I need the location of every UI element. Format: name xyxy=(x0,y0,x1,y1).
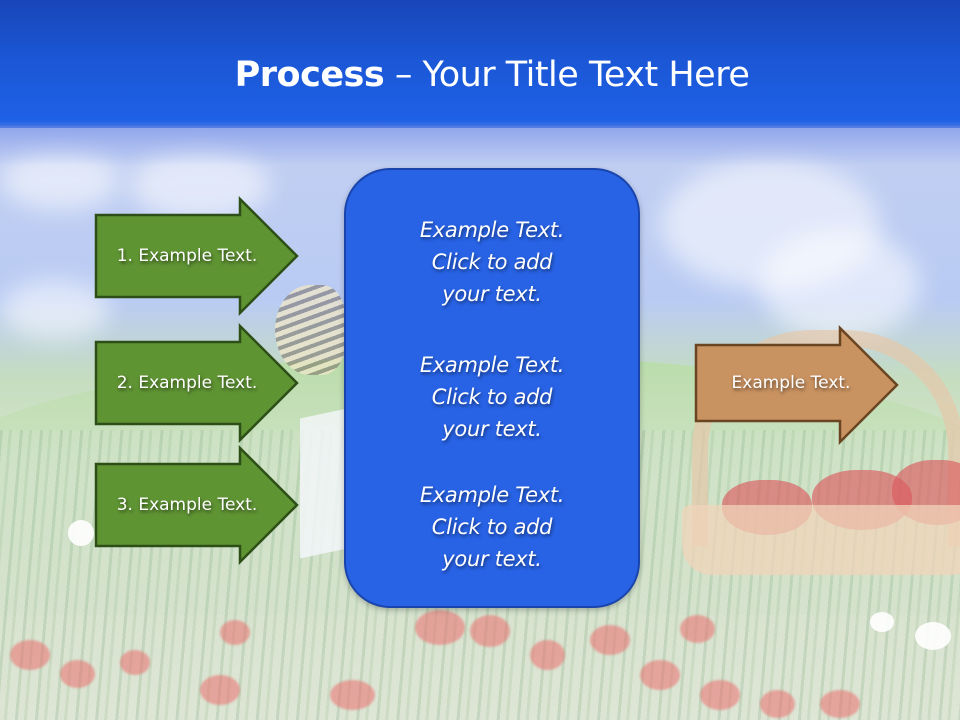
red-flower xyxy=(820,690,860,718)
center-text-line: Click to add xyxy=(431,385,553,409)
arrow-right-icon xyxy=(94,195,299,317)
center-text-line: Example Text. xyxy=(419,483,565,507)
background-cloud xyxy=(0,280,110,340)
output-label: Example Text. xyxy=(731,373,851,393)
slide-title-rest: – Your Title Text Here xyxy=(384,55,750,95)
center-text-line: your text. xyxy=(442,282,542,306)
slide-title[interactable]: Process – Your Title Text Here xyxy=(0,52,960,98)
red-flower xyxy=(10,640,50,670)
red-flower xyxy=(415,610,465,645)
arrow-right-icon xyxy=(94,322,299,444)
center-text-box[interactable]: Example Text. Click to add your text. Ex… xyxy=(344,168,640,608)
red-flower xyxy=(760,690,795,718)
red-flower xyxy=(330,680,375,710)
step-arrow-2[interactable]: 2. Example Text. xyxy=(94,322,299,444)
center-text-line: Example Text. xyxy=(419,218,565,242)
step-label-2: 2. Example Text. xyxy=(116,373,258,393)
step-arrow-3[interactable]: 3. Example Text. xyxy=(94,444,299,566)
step-label-1: 1. Example Text. xyxy=(116,246,258,266)
red-flower xyxy=(470,615,510,647)
red-flower xyxy=(60,660,95,688)
white-flower xyxy=(915,622,951,650)
step-label-3: 3. Example Text. xyxy=(116,495,258,515)
red-flower xyxy=(640,660,680,690)
title-bar xyxy=(0,0,960,128)
red-flower xyxy=(200,675,240,705)
center-text-line: your text. xyxy=(442,417,542,441)
red-flower xyxy=(590,625,630,655)
white-flower xyxy=(68,520,94,546)
background-butterfly xyxy=(275,285,345,375)
center-text-block-1[interactable]: Example Text. Click to add your text. xyxy=(346,214,638,310)
output-arrow[interactable]: Example Text. xyxy=(694,324,899,446)
red-flower xyxy=(120,650,150,675)
background-cloud xyxy=(760,230,920,340)
center-text-block-3[interactable]: Example Text. Click to add your text. xyxy=(346,479,638,575)
red-flower xyxy=(700,680,740,710)
slide-title-bold: Process xyxy=(234,55,385,95)
arrow-right-icon xyxy=(94,444,299,566)
red-flower xyxy=(530,640,565,670)
arrow-right-icon xyxy=(694,324,899,446)
red-flower xyxy=(220,620,250,645)
step-arrow-1[interactable]: 1. Example Text. xyxy=(94,195,299,317)
center-text-line: your text. xyxy=(442,547,542,571)
center-text-line: Example Text. xyxy=(419,353,565,377)
center-text-block-2[interactable]: Example Text. Click to add your text. xyxy=(346,349,638,445)
center-text-line: Click to add xyxy=(431,515,553,539)
basket-body xyxy=(682,505,960,575)
white-flower xyxy=(870,612,894,632)
red-flower xyxy=(680,615,715,643)
title-bar-fade xyxy=(0,126,960,166)
center-text-line: Click to add xyxy=(431,250,553,274)
